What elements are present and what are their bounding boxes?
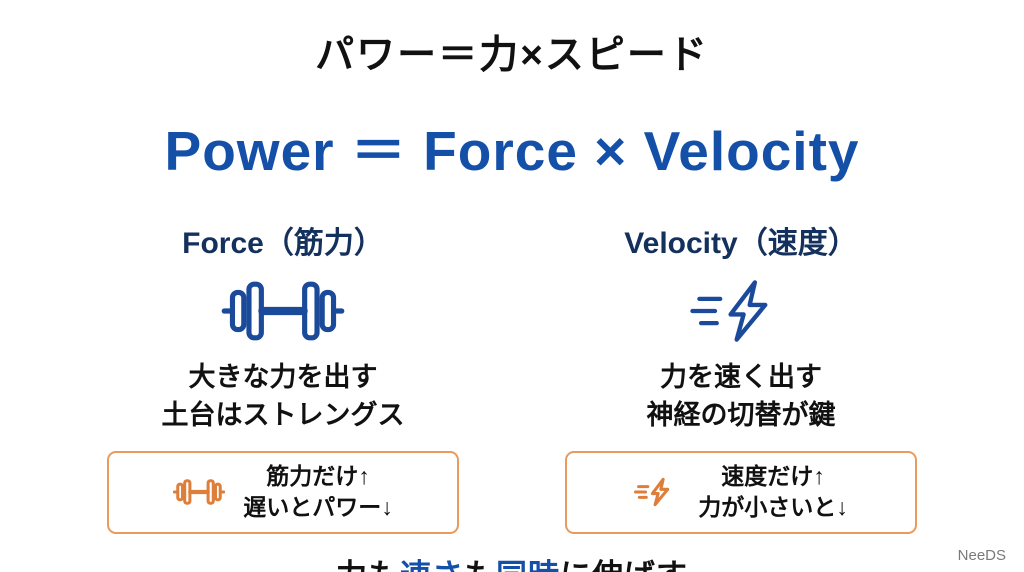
comparison-columns: Force（筋力） 大きな力を出す 土台はストレングス — [0, 218, 1024, 535]
footer-segment-2: 速さ — [400, 558, 464, 572]
dumbbell-icon-small — [173, 478, 226, 506]
force-header: Force（筋力） — [182, 227, 384, 260]
footer-segment-5: に伸ばす — [560, 558, 688, 572]
velocity-callout-line2: 力が小さいと↓ — [698, 494, 848, 521]
lightning-icon — [689, 276, 793, 346]
velocity-callout-line1: 速度だけ↑ — [721, 462, 825, 489]
slide-title: パワー＝力×スピード — [315, 34, 709, 77]
velocity-callout: 速度だけ↑ 力が小さいと↓ — [565, 450, 917, 535]
footer-segment-3: も — [464, 558, 496, 572]
velocity-desc-line1: 力を速く出す — [660, 362, 822, 392]
equation-heading: Power ＝ Force × Velocity — [164, 120, 860, 182]
velocity-callout-text: 速度だけ↑ 力が小さいと↓ — [698, 461, 848, 524]
velocity-header: Velocity（速度） — [624, 227, 858, 260]
force-callout-text: 筋力だけ↑ 遅いとパワー↓ — [243, 461, 393, 524]
velocity-description: 力を速く出す 神経の切替が鍵 — [647, 358, 836, 435]
force-description: 大きな力を出す 土台はストレングス — [162, 358, 405, 435]
conclusion-line: 力も速さも同時に伸ばす — [0, 550, 1024, 572]
force-callout-line1: 筋力だけ↑ — [266, 462, 370, 489]
watermark: NeeDS — [957, 547, 1006, 564]
dumbbell-icon — [221, 276, 345, 346]
force-callout-line2: 遅いとパワー↓ — [243, 494, 393, 521]
velocity-desc-line2: 神経の切替が鍵 — [646, 400, 836, 431]
footer-segment-1: 力も — [336, 558, 400, 572]
force-desc-line2: 土台はストレングス — [161, 400, 405, 431]
force-desc-line1: 大きな力を出す — [188, 362, 378, 392]
footer-segment-4: 同時 — [496, 558, 560, 572]
force-column: Force（筋力） 大きな力を出す 土台はストレングス — [78, 218, 488, 535]
lightning-icon-small — [634, 476, 680, 508]
velocity-column: Velocity（速度） 力を速く出す 神経の切替が鍵 — [536, 218, 946, 535]
force-callout: 筋力だけ↑ 遅いとパワー↓ — [107, 450, 459, 535]
